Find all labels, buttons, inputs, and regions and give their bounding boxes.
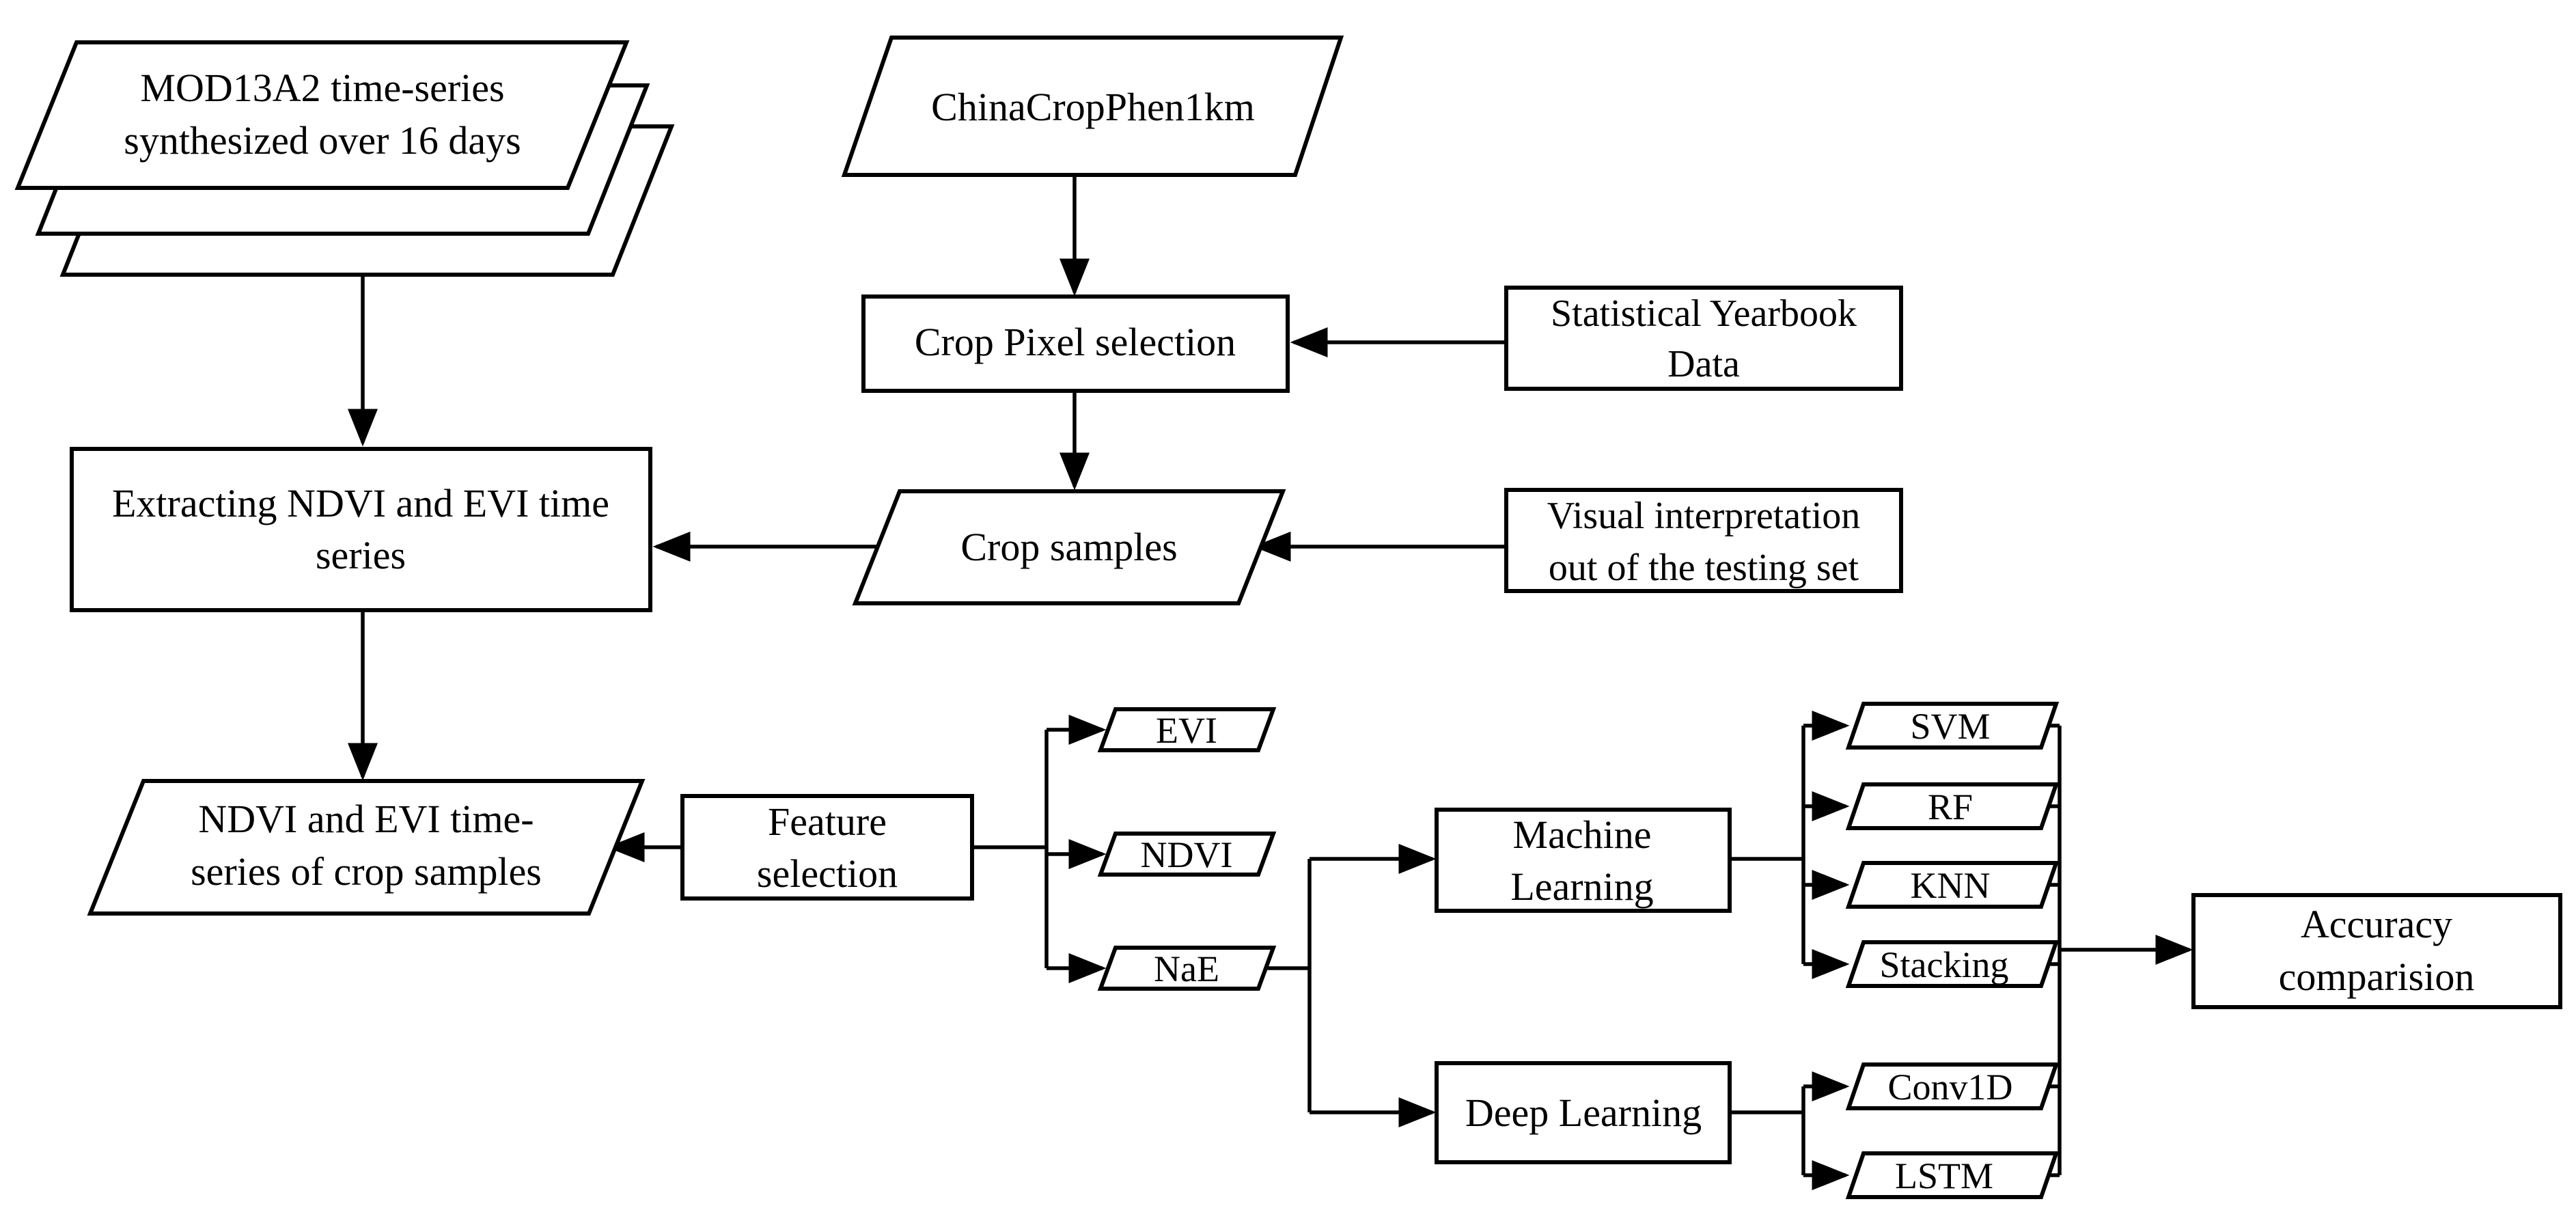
deep-learning-box: [1435, 1061, 1732, 1164]
node-nae: NaE: [1097, 946, 1277, 991]
extracting-box: [70, 447, 652, 612]
node-mod13a2: MOD13A2 time-series synthesized over 16 …: [14, 40, 675, 277]
node-accuracy: Accuracy comparision: [2191, 893, 2562, 1009]
rf-shape: [1845, 782, 2060, 830]
extracting-line1: Extracting NDVI and EVI time: [112, 481, 609, 525]
accuracy-box: [2191, 893, 2562, 1009]
node-statistical-yearbook: Statistical Yearbook Data: [1504, 286, 1903, 391]
ndvi-shape: [1097, 832, 1277, 877]
node-crop-samples: Crop samples: [852, 489, 1286, 605]
ndvi-label: NDVI: [1141, 834, 1233, 875]
knn-shape: [1845, 861, 2060, 909]
crop-samples-shape: [852, 489, 1286, 605]
node-machine-learning: Machine Learning: [1435, 808, 1732, 913]
mod13a2-label-line2: synthesized over 16 days: [124, 118, 521, 163]
node-ndvi-evi-samples: NDVI and EVI time- series of crop sample…: [87, 779, 646, 916]
ndvi-evi-samples-line2: series of crop samples: [191, 849, 542, 894]
node-evi: EVI: [1097, 707, 1277, 752]
stacking-shape: [1845, 940, 2060, 988]
lstm-shape: [1845, 1151, 2060, 1199]
ndvi-evi-samples-shape: [87, 779, 646, 916]
node-rf: RF: [1845, 782, 2060, 830]
feature-selection-box: [680, 794, 974, 901]
evi-shape: [1097, 707, 1277, 752]
extracting-line2: series: [316, 533, 406, 577]
crop-pixel-selection-box: [861, 294, 1290, 393]
mod13a2-stack-front: [14, 40, 630, 190]
statistical-yearbook-line1: Statistical Yearbook: [1551, 292, 1857, 335]
statistical-yearbook-line2: Data: [1667, 343, 1740, 385]
node-lstm: LSTM: [1845, 1151, 2060, 1199]
conv1d-shape: [1845, 1062, 2060, 1110]
nae-label: NaE: [1154, 948, 1219, 989]
conv1d-label: Conv1D: [1887, 1067, 2012, 1108]
rf-label: RF: [1928, 786, 1973, 827]
accuracy-line2: comparision: [2279, 955, 2475, 999]
node-knn: KNN: [1845, 861, 2060, 909]
node-extracting: Extracting NDVI and EVI time series: [70, 447, 652, 612]
node-crop-pixel-selection: Crop Pixel selection: [861, 294, 1290, 393]
node-chinacropphen: ChinaCropPhen1km: [841, 36, 1344, 177]
node-svm: SVM: [1845, 702, 2060, 750]
knn-label: KNN: [1911, 865, 1991, 906]
evi-label: EVI: [1156, 710, 1217, 751]
accuracy-line1: Accuracy: [2301, 902, 2452, 946]
crop-pixel-selection-label: Crop Pixel selection: [915, 320, 1236, 364]
crop-samples-label: Crop samples: [960, 525, 1177, 569]
visual-interpretation-line1: Visual interpretation: [1547, 495, 1861, 537]
chinacropphen-shape: [841, 36, 1344, 177]
node-conv1d: Conv1D: [1845, 1062, 2060, 1110]
chinacropphen-label: ChinaCropPhen1km: [931, 85, 1255, 129]
ndvi-evi-samples-line1: NDVI and EVI time-: [198, 797, 534, 841]
machine-learning-line1: Machine: [1513, 812, 1652, 857]
visual-interpretation-box: [1504, 488, 1903, 593]
visual-interpretation-line2: out of the testing set: [1549, 547, 1859, 589]
machine-learning-line2: Learning: [1510, 864, 1653, 909]
svm-shape: [1845, 702, 2060, 750]
node-deep-learning: Deep Learning: [1435, 1061, 1732, 1164]
feature-selection-line1: Feature: [768, 799, 887, 844]
svm-label: SVM: [1910, 706, 1990, 747]
machine-learning-box: [1435, 808, 1732, 913]
nae-shape: [1097, 946, 1277, 991]
mod13a2-label-line1: MOD13A2 time-series: [140, 66, 504, 110]
node-ndvi: NDVI: [1097, 832, 1277, 877]
stacking-label: Stacking: [1880, 944, 2009, 985]
node-feature-selection: Feature selection: [680, 794, 974, 901]
node-stacking: Stacking: [1845, 940, 2060, 988]
statistical-yearbook-box: [1504, 286, 1903, 391]
feature-selection-line2: selection: [757, 851, 898, 896]
deep-learning-label: Deep Learning: [1465, 1090, 1702, 1135]
lstm-label: LSTM: [1895, 1155, 1993, 1196]
edges: [348, 175, 2193, 1190]
node-visual-interpretation: Visual interpretation out of the testing…: [1504, 488, 1903, 593]
